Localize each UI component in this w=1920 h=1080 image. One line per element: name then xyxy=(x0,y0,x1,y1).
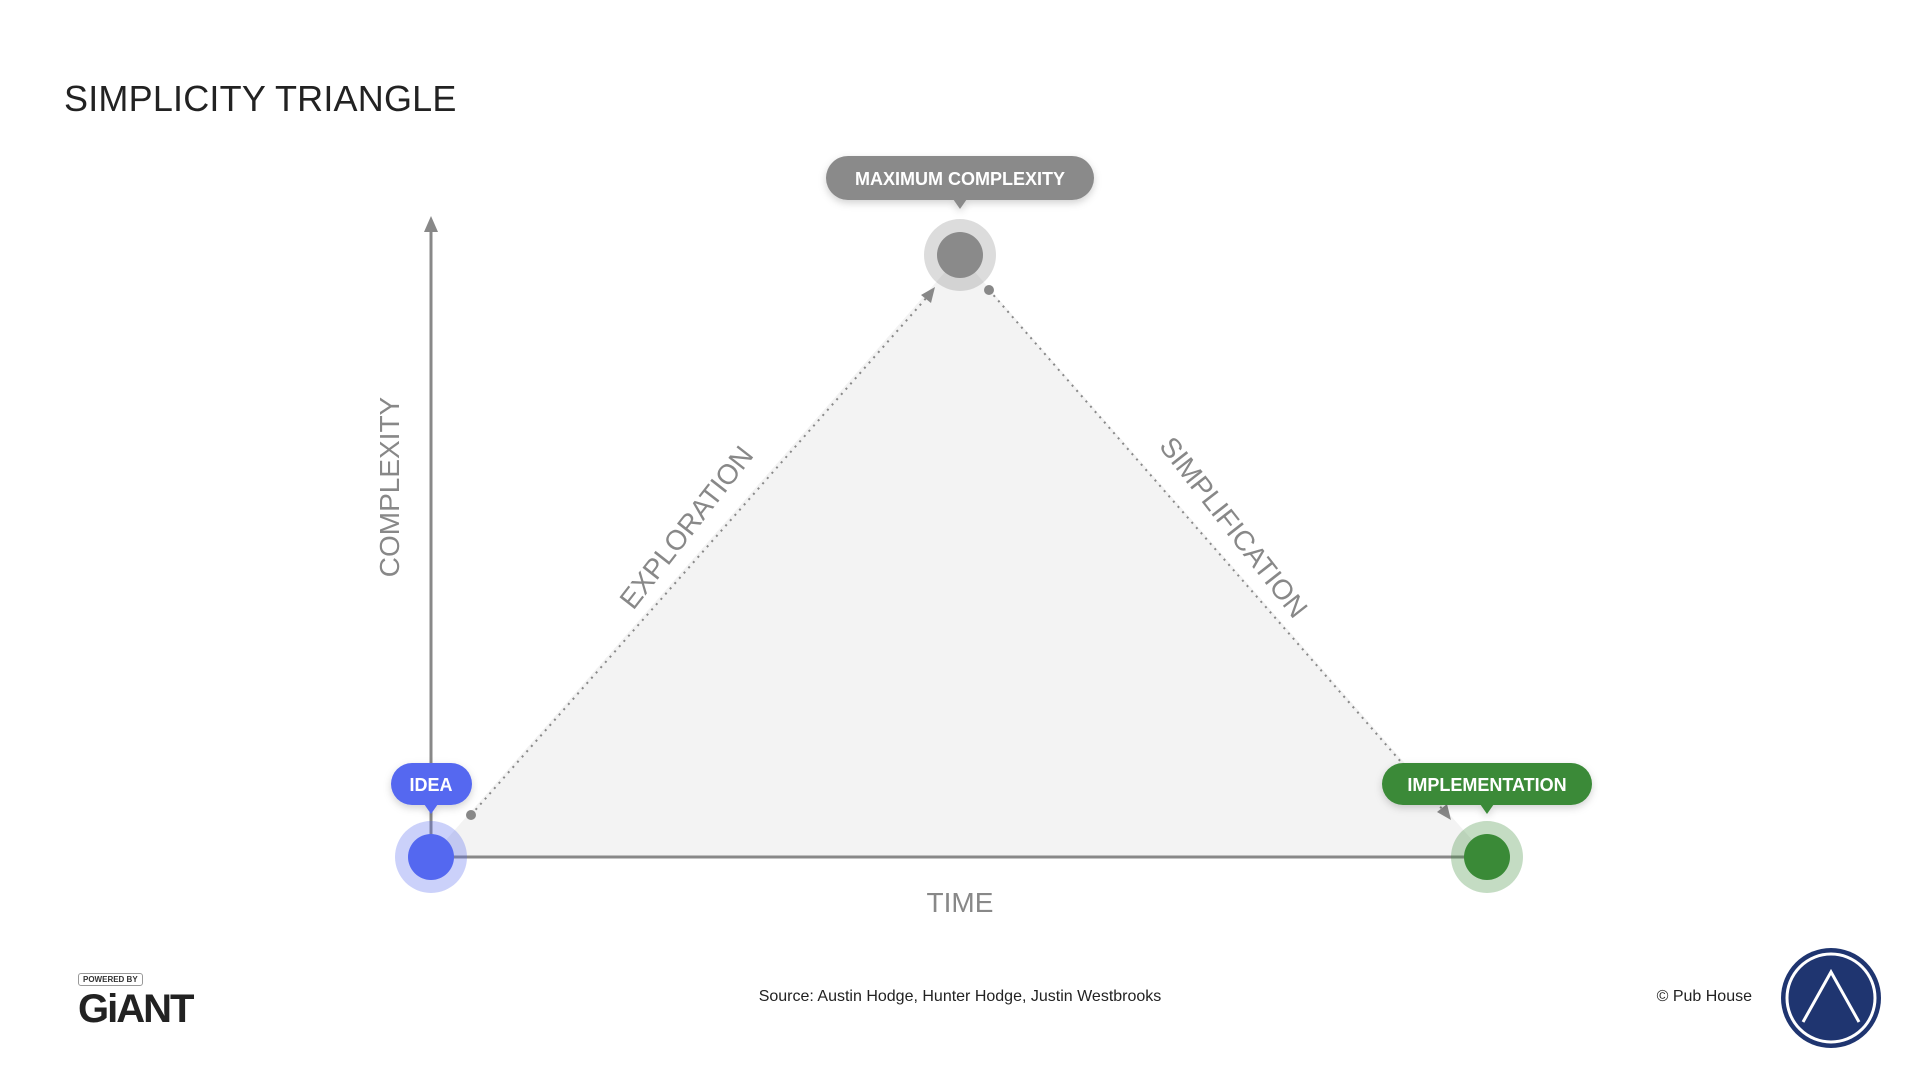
node-maximum-complexity xyxy=(924,219,996,291)
svg-text:IMPLEMENTATION: IMPLEMENTATION xyxy=(1407,775,1566,795)
svg-text:MAXIMUM COMPLEXITY: MAXIMUM COMPLEXITY xyxy=(855,169,1065,189)
powered-by-label: POWERED BY xyxy=(78,973,143,986)
node-implementation xyxy=(1451,821,1523,893)
implementation-badge: IMPLEMENTATION xyxy=(1382,763,1592,814)
node-idea xyxy=(395,821,467,893)
triangle-area xyxy=(431,255,1487,857)
svg-text:IDEA: IDEA xyxy=(409,775,452,795)
source-text: Source: Austin Hodge, Hunter Hodge, Just… xyxy=(758,988,1162,1005)
idea-badge: IDEA xyxy=(391,763,472,814)
exploration-arrow-icon xyxy=(921,287,935,303)
simplification-start-dot xyxy=(984,285,994,295)
exploration-start-dot xyxy=(466,810,476,820)
page-title: SIMPLICITY TRIANGLE xyxy=(64,78,457,119)
copyright-text: © Pub House xyxy=(1656,988,1752,1005)
simplification-path xyxy=(988,289,1444,811)
x-axis-label: TIME xyxy=(927,887,994,918)
giant-brand: GiANT xyxy=(78,987,194,1031)
maximum-complexity-badge: MAXIMUM COMPLEXITY xyxy=(826,156,1094,209)
simplification-arrow-icon xyxy=(1437,804,1451,820)
pub-house-logo xyxy=(1781,948,1881,1048)
y-axis-arrow-icon xyxy=(424,216,438,232)
giant-logo: POWERED BY GiANT xyxy=(78,969,194,1031)
y-axis-label: COMPLEXITY xyxy=(374,396,405,577)
